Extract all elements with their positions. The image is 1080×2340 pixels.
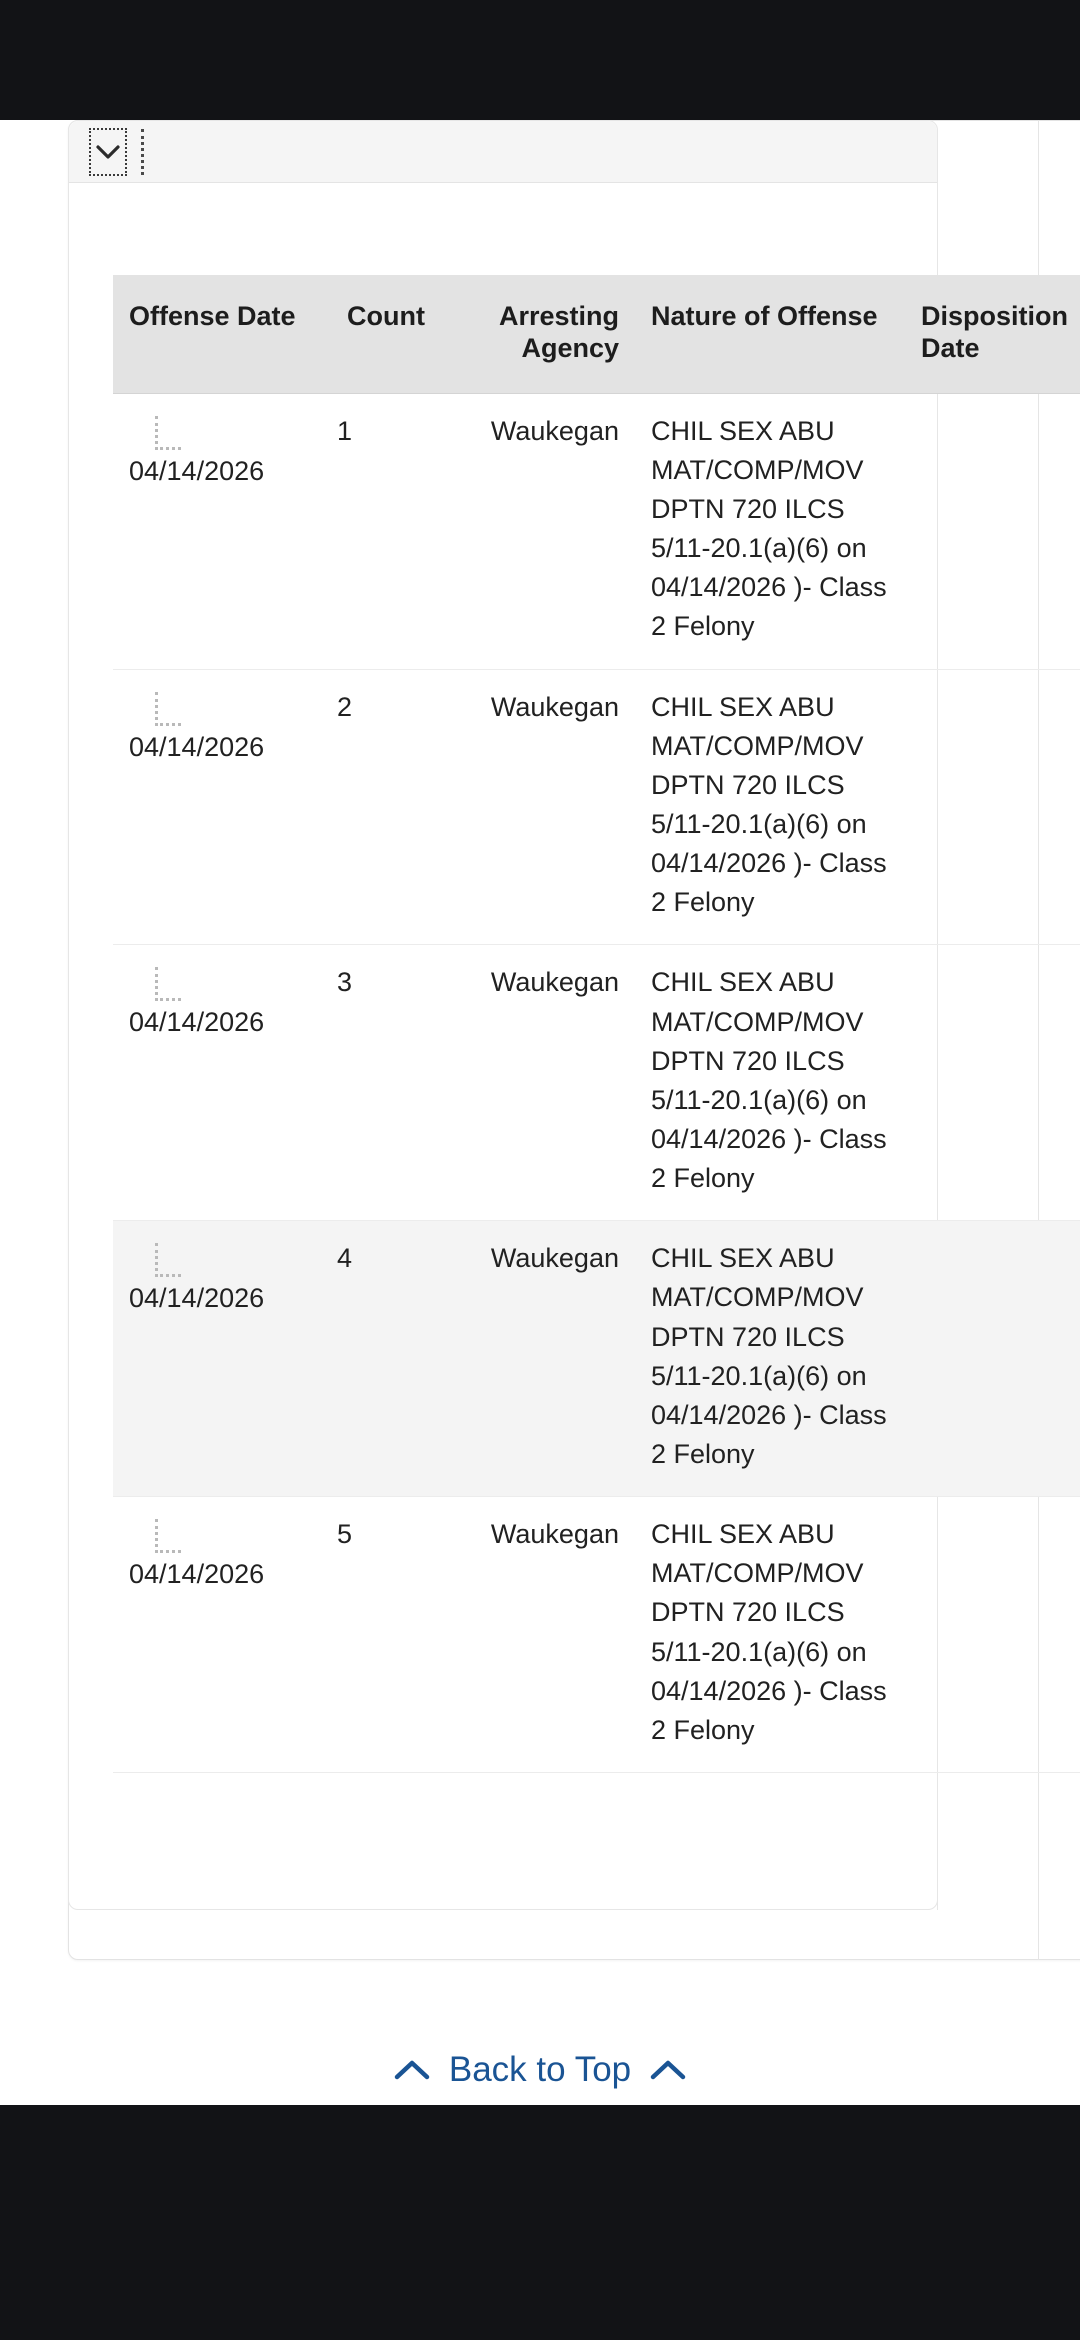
nature-of-offense-value: CHIL SEX ABU MAT/COMP/MOV DPTN 720 ILCS … — [651, 415, 887, 642]
cell-nature: CHIL SEX ABU MAT/COMP/MOV DPTN 720 ILCS … — [635, 1220, 905, 1498]
cell-offense-date: 04/14/2026 — [113, 393, 321, 670]
chevron-up-icon — [649, 2058, 687, 2082]
chevron-down-icon — [95, 144, 121, 160]
cell-agency: Waukegan — [441, 1220, 635, 1498]
cell-count: 3 — [321, 944, 441, 1222]
chevron-up-icon — [393, 2058, 431, 2082]
cell-nature: CHIL SEX ABU MAT/COMP/MOV DPTN 720 ILCS … — [635, 393, 905, 670]
cell-disposition — [905, 669, 1080, 946]
cell-nature: CHIL SEX ABU MAT/COMP/MOV DPTN 720 ILCS … — [635, 669, 905, 946]
offense-date-value: 04/14/2026 — [129, 1559, 265, 1590]
column-header-count[interactable]: Count — [321, 275, 441, 394]
nature-of-offense-value: CHIL SEX ABU MAT/COMP/MOV DPTN 720 ILCS … — [651, 1519, 887, 1745]
cell-disposition — [905, 1220, 1080, 1498]
cell-count: 1 — [321, 393, 441, 670]
dotted-connector-icon — [155, 691, 181, 726]
table-toolbar — [69, 121, 937, 183]
cell-offense-date: 04/14/2026 — [113, 944, 321, 1222]
cell-agency: Waukegan — [441, 669, 635, 946]
table-header: Offense Date Count Arresting Agency Natu… — [113, 275, 1080, 394]
column-header-offense-date[interactable]: Offense Date — [113, 275, 321, 394]
offense-date-value: 04/14/2026 — [129, 455, 265, 486]
navigation-bar — [0, 2105, 1080, 2340]
table-body: 04/14/2026 1 Waukegan CHIL SEX ABU MAT/C… — [113, 393, 1080, 1773]
table-header-row: Offense Date Count Arresting Agency Natu… — [113, 275, 1080, 394]
table-row[interactable]: 04/14/2026 1 Waukegan CHIL SEX ABU MAT/C… — [113, 393, 1080, 670]
cell-count: 4 — [321, 1220, 441, 1498]
cell-agency: Waukegan — [441, 393, 635, 670]
nature-of-offense-value: CHIL SEX ABU MAT/COMP/MOV DPTN 720 ILCS … — [651, 1243, 887, 1469]
cell-count: 2 — [321, 669, 441, 946]
page-viewport: Offense Date Count Arresting Agency Natu… — [0, 120, 1080, 2105]
table-row[interactable]: 04/14/2026 3 Waukegan CHIL SEX ABU MAT/C… — [113, 944, 1080, 1222]
column-header-agency[interactable]: Arresting Agency — [441, 275, 635, 394]
offense-date-value: 04/14/2026 — [129, 731, 265, 762]
cell-disposition — [905, 1496, 1080, 1773]
offenses-table: Offense Date Count Arresting Agency Natu… — [113, 275, 1080, 1773]
back-to-top-link[interactable]: Back to Top — [0, 2050, 1080, 2090]
collapse-toggle-button[interactable] — [89, 127, 127, 176]
cell-nature: CHIL SEX ABU MAT/COMP/MOV DPTN 720 ILCS … — [635, 1496, 905, 1773]
cell-agency: Waukegan — [441, 1496, 635, 1773]
cell-count: 5 — [321, 1496, 441, 1773]
cell-offense-date: 04/14/2026 — [113, 1220, 321, 1498]
back-to-top-label: Back to Top — [448, 2050, 632, 2089]
cell-nature: CHIL SEX ABU MAT/COMP/MOV DPTN 720 ILCS … — [635, 944, 905, 1222]
offense-date-value: 04/14/2026 — [129, 1283, 265, 1314]
offenses-table-wrapper: Offense Date Count Arresting Agency Natu… — [113, 275, 1080, 1773]
cell-disposition — [905, 393, 1080, 670]
dotted-connector-icon — [155, 1243, 181, 1278]
column-header-nature[interactable]: Nature of Offense — [635, 275, 905, 394]
cell-offense-date: 04/14/2026 — [113, 1496, 321, 1773]
table-row[interactable]: 04/14/2026 4 Waukegan CHIL SEX ABU MAT/C… — [113, 1220, 1080, 1498]
offense-date-value: 04/14/2026 — [129, 1007, 265, 1038]
nature-of-offense-value: CHIL SEX ABU MAT/COMP/MOV DPTN 720 ILCS … — [651, 967, 887, 1194]
dotted-connector-icon — [155, 415, 181, 450]
dotted-connector-icon — [155, 967, 181, 1002]
dotted-divider-icon — [141, 128, 145, 175]
cell-disposition — [905, 944, 1080, 1222]
nature-of-offense-value: CHIL SEX ABU MAT/COMP/MOV DPTN 720 ILCS … — [651, 691, 887, 918]
table-row[interactable]: 04/14/2026 2 Waukegan CHIL SEX ABU MAT/C… — [113, 669, 1080, 946]
dotted-connector-icon — [155, 1519, 181, 1554]
table-row[interactable]: 04/14/2026 5 Waukegan CHIL SEX ABU MAT/C… — [113, 1496, 1080, 1773]
column-header-disposition[interactable]: Disposition Date — [905, 275, 1080, 394]
cell-agency: Waukegan — [441, 944, 635, 1222]
cell-offense-date: 04/14/2026 — [113, 669, 321, 946]
status-bar — [0, 0, 1080, 120]
